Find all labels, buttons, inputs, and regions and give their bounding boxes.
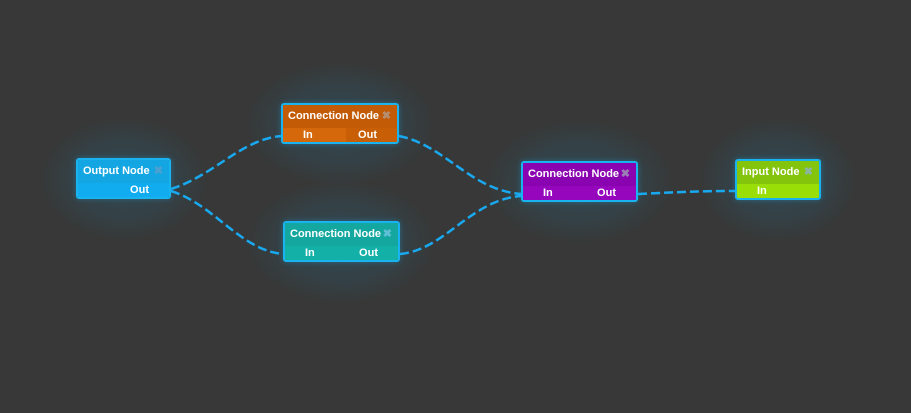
wire-conn-teal-to-conn-purple[interactable]	[399, 194, 522, 256]
node-title: Connection Node	[528, 168, 620, 180]
node-ports: Out	[78, 183, 169, 197]
connection-node-orange[interactable]: Connection Node ✖ In Out	[281, 103, 399, 144]
close-icon[interactable]: ✖	[803, 166, 813, 178]
node-title: Input Node	[742, 166, 800, 178]
node-title: Connection Node	[290, 228, 382, 240]
wire-conn-purple-to-input[interactable]	[637, 189, 736, 196]
connection-node-teal[interactable]: Connection Node ✖ In Out	[283, 221, 400, 262]
node-ports: In Out	[523, 186, 636, 200]
port-out[interactable]: Out	[359, 247, 378, 259]
node-ports: In Out	[285, 246, 398, 260]
wire-conn-orange-to-conn-purple[interactable]	[398, 134, 522, 196]
port-out[interactable]: Out	[130, 184, 149, 196]
close-icon[interactable]: ✖	[382, 228, 392, 240]
port-out[interactable]: Out	[597, 187, 616, 199]
port-in[interactable]: In	[305, 247, 315, 259]
close-icon[interactable]: ✖	[381, 110, 391, 122]
node-header[interactable]: Input Node ✖	[737, 161, 819, 184]
wire-output-to-conn-teal[interactable]	[170, 189, 284, 256]
port-out[interactable]: Out	[346, 128, 397, 142]
connection-node-purple[interactable]: Connection Node ✖ In Out	[521, 161, 638, 202]
wire-output-to-conn-orange[interactable]	[170, 134, 282, 191]
node-header[interactable]: Connection Node ✖	[523, 163, 636, 186]
node-title: Connection Node	[288, 110, 380, 122]
output-node[interactable]: Output Node ✖ Out	[76, 158, 171, 199]
node-header[interactable]: Output Node ✖	[78, 160, 169, 183]
node-ports: In	[737, 184, 819, 198]
node-ports: In Out	[283, 128, 397, 142]
close-icon[interactable]: ✖	[153, 165, 163, 177]
port-in[interactable]: In	[757, 185, 767, 197]
node-header[interactable]: Connection Node ✖	[285, 223, 398, 246]
input-node[interactable]: Input Node ✖ In	[735, 159, 821, 200]
node-header[interactable]: Connection Node ✖	[283, 105, 397, 128]
close-icon[interactable]: ✖	[620, 168, 630, 180]
node-title: Output Node	[83, 165, 150, 177]
port-in[interactable]: In	[283, 128, 325, 142]
port-in[interactable]: In	[543, 187, 553, 199]
